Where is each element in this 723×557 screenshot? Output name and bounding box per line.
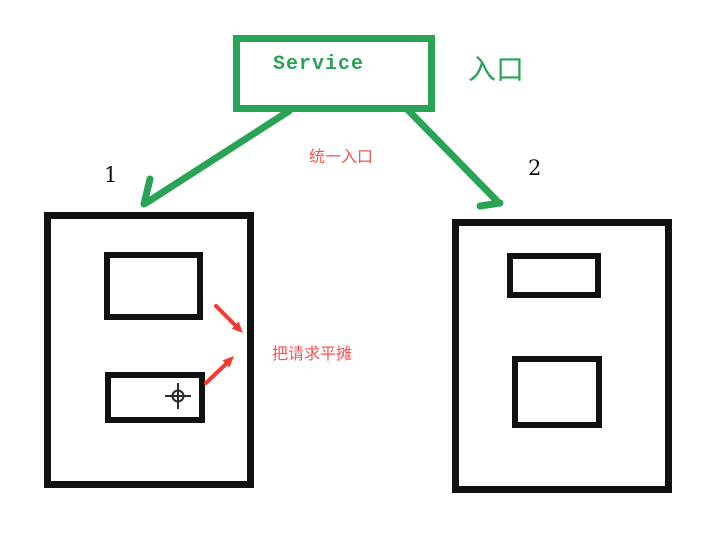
service-box: Service xyxy=(233,35,435,112)
group-1-label: 1 xyxy=(104,163,118,187)
entrance-label: 入口 xyxy=(468,54,525,85)
green-arrow-to-group-1 xyxy=(140,107,293,208)
group-2-node-bottom xyxy=(512,356,602,428)
unified-entrance-caption: 统一入口 xyxy=(309,149,374,166)
group-2-label: 2 xyxy=(528,156,542,180)
service-box-label: Service xyxy=(273,53,365,76)
green-arrow-to-group-2 xyxy=(404,106,504,210)
group-2-node-top xyxy=(507,253,601,298)
group-1-node-bottom xyxy=(105,372,205,423)
spread-requests-caption: 把请求平摊 xyxy=(272,346,353,363)
group-1-node-top xyxy=(104,252,203,320)
